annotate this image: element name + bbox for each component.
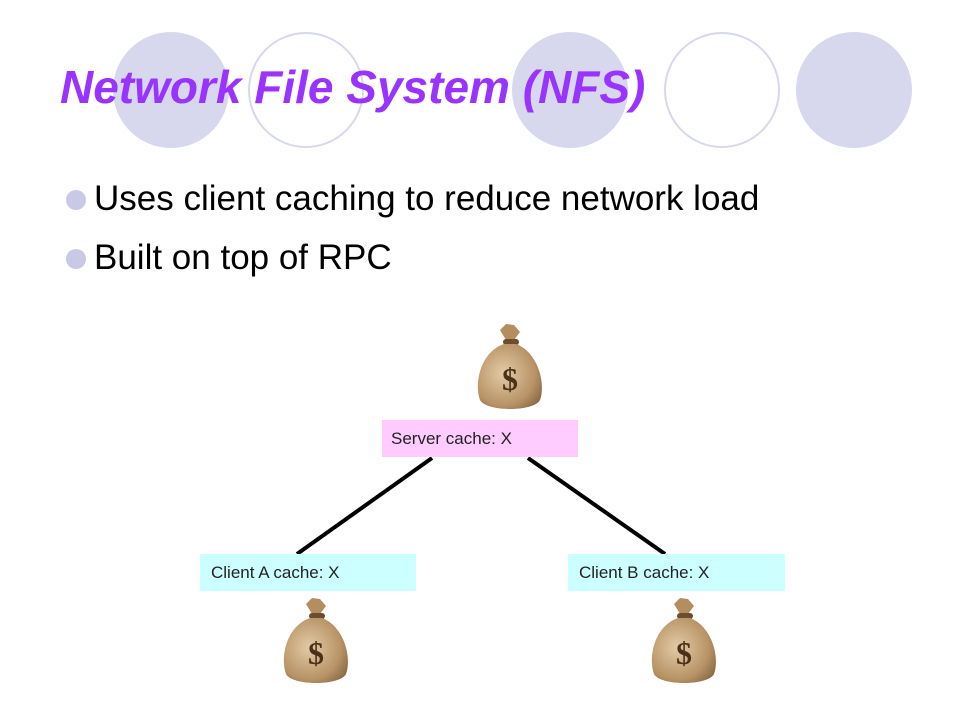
money-bag-icon: $: [477, 324, 542, 409]
bullet-text: Uses client caching to reduce network lo…: [94, 179, 760, 218]
bullet-item: Uses client caching to reduce network lo…: [66, 176, 866, 222]
decor-circle: [796, 32, 912, 148]
decor-circle: [248, 32, 364, 148]
bullet-dot-icon: [66, 249, 86, 269]
connector-line-server-client-b: [526, 456, 667, 556]
decor-circle: [512, 32, 628, 148]
client-a-cache-box: Client A cache: X: [200, 554, 416, 591]
slide-title: Network File System (NFS): [60, 61, 646, 113]
bullet-item: Built on top of RPC: [66, 235, 866, 281]
money-bag-icon: $: [283, 598, 348, 683]
bullet-text: Built on top of RPC: [94, 238, 392, 277]
bullet-dot-icon: [66, 190, 86, 210]
connector-line-server-client-a: [295, 456, 434, 556]
money-bag-symbol: $: [502, 361, 518, 397]
bullet-list: Uses client caching to reduce network lo…: [66, 176, 866, 294]
client-b-cache-box: Client B cache: X: [568, 554, 785, 591]
server-cache-box: Server cache: X: [382, 420, 578, 457]
decor-circle: [664, 32, 780, 148]
money-bag-symbol: $: [308, 635, 324, 671]
money-bag-symbol: $: [676, 635, 692, 671]
decor-circle: [113, 32, 229, 148]
money-bag-icon: $: [651, 598, 716, 683]
